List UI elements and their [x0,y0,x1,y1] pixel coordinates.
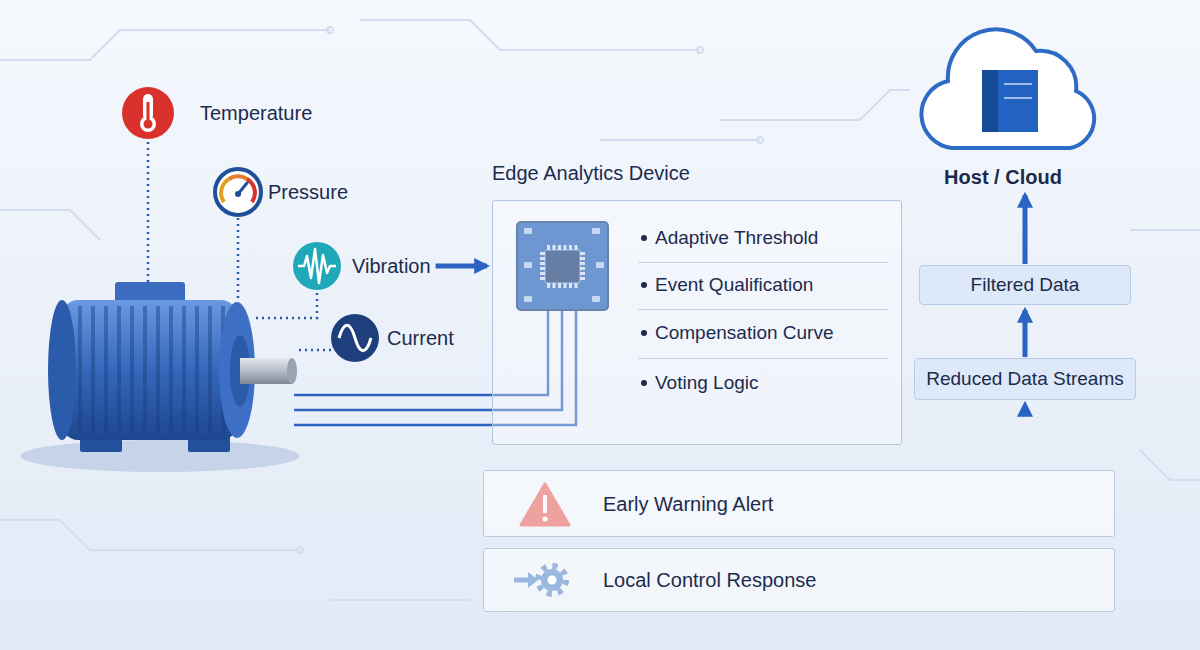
temperature-icon [122,87,174,139]
current-icon [339,325,371,351]
pressure-gauge-icon [221,179,229,202]
current-icon [331,314,379,362]
server-icon [982,70,998,132]
temperature-icon [144,120,153,129]
motor-back-cap [48,300,76,440]
pressure-gauge-icon [235,191,241,197]
sensor-leads [237,218,240,300]
incoming-stream-arrow [1023,404,1028,442]
circuit-traces [0,520,300,550]
circuit-traces [757,137,763,143]
cloud-icon [1004,83,1032,85]
sensor-name: Vibration [352,253,431,279]
vibration-icon [298,249,336,283]
edge-device-panel: Edge Analytics DeviceAdaptive ThresholdE… [492,158,902,445]
sensor-name: Pressure [268,179,348,205]
sensor-leads [298,349,331,352]
circuit-traces [297,547,303,553]
sensor-label: Temperature [200,100,312,126]
node-label: Filtered Data [971,273,1080,297]
function-item: Voting Logic [655,370,759,396]
sensor-label: Pressure [268,179,348,205]
flow-arrow [436,264,487,269]
pressure-gauge-icon [215,169,261,215]
separator-line [638,262,888,263]
node-label: Host / Cloud [944,164,1062,190]
motor-shaft [240,358,292,384]
vibration-icon [293,242,341,290]
data-stream-box: Reduced Data Streams [914,358,1136,400]
flow-arrow [1023,310,1028,357]
cloud-icon [1004,97,1032,99]
motor-body [62,300,237,440]
shaft-end [287,358,297,384]
circuit-traces [1130,229,1200,231]
cooling-fins [72,306,230,434]
cloud-icon [921,29,1094,148]
data-stream-box: Filtered Data [919,265,1131,305]
output-text: Local Control Response [603,567,816,593]
separator-line [638,358,888,359]
temperature-icon [147,102,150,122]
sensor-label: Vibration [352,253,431,279]
vibration-icon [293,242,341,290]
circuit-traces [1140,450,1200,480]
sensor-leads [252,293,317,318]
motor-shadow [20,440,300,472]
panel-heading: Edge Analytics Device [492,158,902,188]
node-label: Reduced Data Streams [926,367,1124,391]
pressure-gauge-icon [215,169,261,215]
bullet-dot [641,380,647,386]
bullet-dot [641,282,647,288]
sensor-leads [147,142,150,282]
server-icon [998,70,1038,132]
circuit-traces [0,30,330,60]
output-band: Local Control Response [483,548,1115,612]
circuit-traces [0,210,100,240]
bullet-dot [641,330,647,336]
electric-motor [20,282,300,472]
output-text: Early Warning Alert [603,491,773,517]
circuit-traces [697,47,703,53]
sensor-name: Current [387,325,454,351]
separator-line [638,309,888,310]
circuit-traces [720,90,910,120]
flow-arrow [1023,195,1028,264]
sensor-label: Current [387,325,454,351]
host-cloud-node: Host / Cloud [944,164,1062,190]
incoming-stream-arrow [1025,404,1026,442]
circuit-traces [0,20,1200,600]
function-item: Compensation Curve [655,320,833,346]
sensor-leads [148,142,331,350]
pressure-gauge-icon [229,176,247,179]
bullet-dot [641,235,647,241]
function-item: Adaptive Threshold [655,225,818,251]
temperature-icon [122,87,174,139]
cloud-icon [921,29,1094,148]
function-item: Event Qualification [655,272,813,298]
sensor-name: Temperature [200,100,312,126]
current-icon [331,314,379,362]
circuit-traces [360,20,700,50]
circuit-traces [600,139,760,141]
circuit-traces [330,599,470,601]
output-band: Early Warning Alert [483,470,1115,537]
circuit-traces [327,27,333,33]
